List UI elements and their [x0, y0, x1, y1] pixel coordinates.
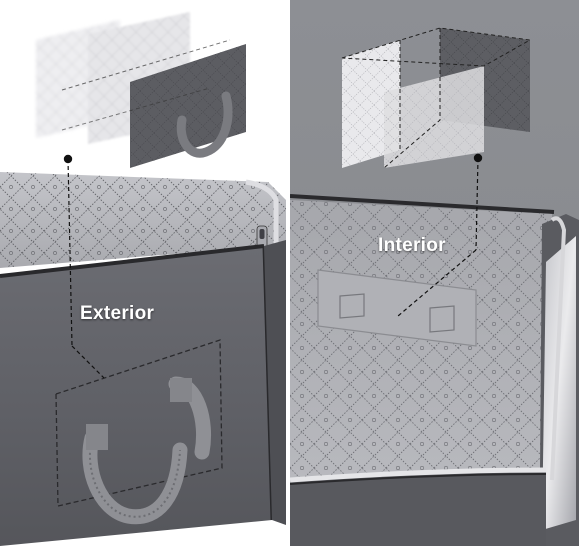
strap-handle-icon	[176, 91, 233, 158]
exterior-pointer-dot-leader-icon	[63, 154, 105, 379]
interior-pointer-dot-leader-icon	[397, 153, 483, 317]
interior-handle-patch	[317, 269, 477, 347]
exterior-photo-panel: Exterior	[0, 0, 286, 546]
exterior-label: Exterior	[80, 303, 155, 324]
bag-front-panel	[0, 246, 272, 546]
handle-stitch-outline	[55, 339, 223, 507]
exterior-illustration	[0, 12, 286, 546]
interior-illustration	[290, 27, 579, 546]
interior-label: Interior	[378, 235, 446, 256]
exploded-fabric-layers	[36, 12, 246, 168]
interior-photo-panel: Interior	[290, 0, 579, 546]
strap-handle-icon	[82, 376, 212, 525]
exploded-interior-layers	[341, 27, 532, 169]
clear-window	[542, 236, 576, 530]
